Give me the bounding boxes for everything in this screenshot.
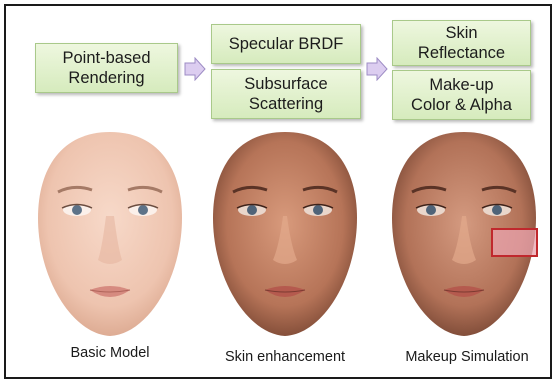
subsurface-scattering-box: Subsurface Scattering	[211, 69, 361, 119]
basic-model-face-image	[30, 128, 190, 340]
arrow-icon	[184, 57, 206, 81]
makeup-simulation-caption: Makeup Simulation	[384, 349, 550, 365]
skin-enhancement-face-image	[205, 128, 365, 340]
makeup-simulation-face-image	[384, 128, 544, 340]
skin-reflectance-box: Skin Reflectance	[392, 20, 531, 66]
basic-model-caption: Basic Model	[30, 345, 190, 361]
specular-brdf-box: Specular BRDF	[211, 24, 361, 64]
makeup-highlight-region	[492, 229, 537, 256]
point-based-rendering-box: Point-based Rendering	[35, 43, 178, 93]
skin-enhancement-caption: Skin enhancement	[200, 349, 370, 365]
arrow-icon	[366, 57, 388, 81]
makeup-color-alpha-box: Make-up Color & Alpha	[392, 70, 531, 120]
